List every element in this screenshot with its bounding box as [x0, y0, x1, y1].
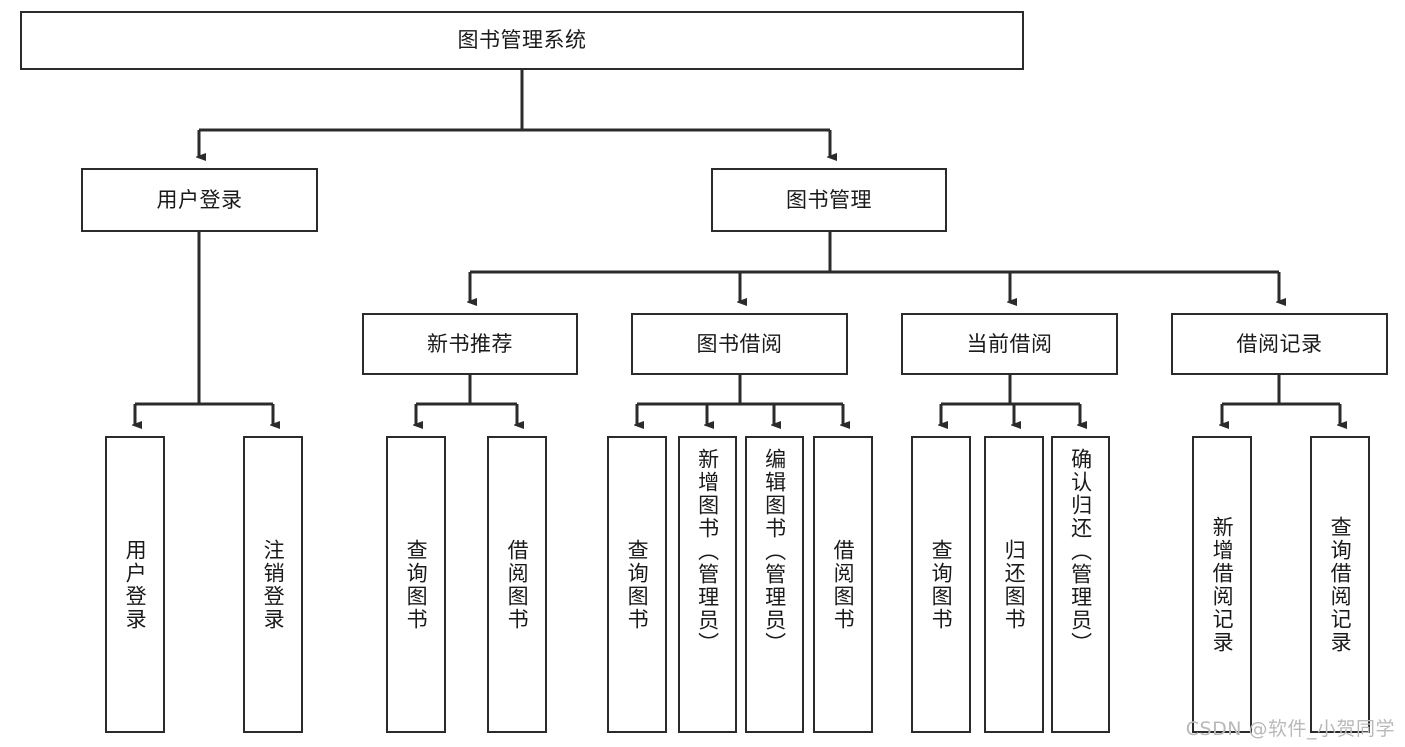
node-leaf-edit-book-admin[interactable]: 编辑图书（管理员） [745, 436, 804, 733]
node-leaf-borrow-book-label: 借阅图书 [831, 538, 856, 631]
watermark-text: CSDN @软件_小贺同学 [1185, 718, 1395, 740]
node-leaf-user-login-label: 用户登录 [123, 538, 148, 631]
node-root[interactable]: 图书管理系统 [20, 11, 1024, 70]
node-leaf-query-book-rec[interactable]: 查询图书 [386, 436, 446, 733]
node-leaf-add-borrow-record[interactable]: 新增借阅记录 [1192, 436, 1252, 733]
node-book-manage-label: 图书管理 [786, 187, 872, 212]
node-book-borrow-label: 图书借阅 [696, 331, 783, 356]
node-user-login[interactable]: 用户登录 [81, 168, 318, 232]
node-leaf-query-book-borrow[interactable]: 查询图书 [607, 436, 667, 733]
node-borrow-record[interactable]: 借阅记录 [1171, 313, 1388, 375]
node-leaf-borrow-book[interactable]: 借阅图书 [813, 436, 873, 733]
node-leaf-add-book-admin-label: 新增图书（管理员） [695, 448, 720, 655]
node-book-manage[interactable]: 图书管理 [711, 168, 947, 232]
node-leaf-edit-book-admin-label: 编辑图书（管理员） [762, 448, 787, 655]
node-leaf-query-book-borrow-label: 查询图书 [625, 538, 650, 631]
node-leaf-query-book-current[interactable]: 查询图书 [911, 436, 971, 733]
node-leaf-user-logout[interactable]: 注销登录 [243, 436, 303, 733]
node-leaf-query-book-rec-label: 查询图书 [404, 538, 429, 631]
node-leaf-query-borrow-record-label: 查询借阅记录 [1328, 515, 1353, 654]
node-leaf-confirm-return-admin-label: 确认归还（管理员） [1068, 448, 1093, 655]
node-current-borrow[interactable]: 当前借阅 [901, 313, 1118, 375]
node-leaf-borrow-book-rec-label: 借阅图书 [505, 538, 530, 631]
node-book-borrow[interactable]: 图书借阅 [631, 313, 848, 375]
node-leaf-add-borrow-record-label: 新增借阅记录 [1210, 515, 1235, 654]
node-leaf-user-login[interactable]: 用户登录 [105, 436, 165, 733]
node-leaf-return-book-label: 归还图书 [1002, 538, 1027, 631]
node-leaf-return-book[interactable]: 归还图书 [984, 436, 1044, 733]
node-leaf-borrow-book-rec[interactable]: 借阅图书 [487, 436, 547, 733]
node-leaf-add-book-admin[interactable]: 新增图书（管理员） [678, 436, 737, 733]
node-leaf-query-book-current-label: 查询图书 [929, 538, 954, 631]
node-root-label: 图书管理系统 [457, 28, 587, 53]
node-leaf-query-borrow-record[interactable]: 查询借阅记录 [1310, 436, 1370, 733]
node-new-book-rec-label: 新书推荐 [427, 331, 513, 356]
node-user-login-label: 用户登录 [156, 187, 243, 212]
node-new-book-rec[interactable]: 新书推荐 [362, 313, 578, 375]
node-leaf-user-logout-label: 注销登录 [261, 538, 286, 631]
node-borrow-record-label: 借阅记录 [1236, 331, 1323, 356]
node-current-borrow-label: 当前借阅 [966, 331, 1053, 356]
node-leaf-confirm-return-admin[interactable]: 确认归还（管理员） [1051, 436, 1110, 733]
